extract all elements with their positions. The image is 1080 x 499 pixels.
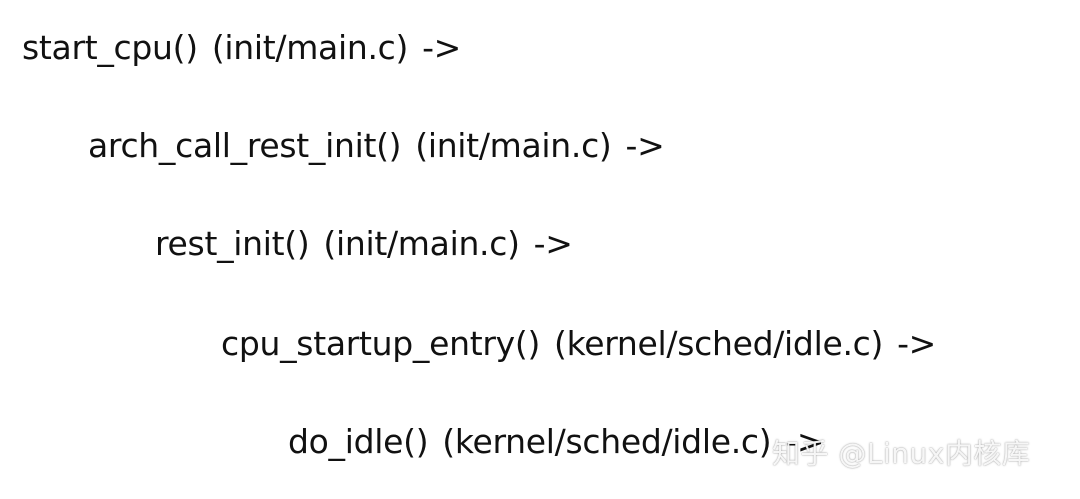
source-file: (kernel/sched/idle.c) — [442, 422, 772, 461]
arrow: -> — [785, 422, 825, 461]
source-file: (init/main.c) — [415, 126, 612, 165]
call-line: cpu_startup_entry() (kernel/sched/idle.c)… — [221, 324, 936, 364]
source-file: (init/main.c) — [211, 28, 409, 67]
function-name: arch_call_rest_init() — [88, 126, 402, 165]
call-line: arch_call_rest_init() (init/main.c) -> — [88, 126, 665, 166]
function-name: cpu_startup_entry() — [221, 324, 541, 363]
function-name: start_cpu() — [22, 28, 198, 67]
watermark: 知乎 @Linux内核库 — [772, 437, 1031, 470]
arrow: -> — [422, 28, 462, 67]
call-line: do_idle() (kernel/sched/idle.c) -> — [288, 422, 825, 462]
function-name: rest_init() — [155, 224, 310, 263]
call-line: rest_init() (init/main.c) -> — [155, 224, 573, 264]
arrow: -> — [533, 224, 573, 263]
arrow: -> — [897, 324, 937, 363]
function-name: do_idle() — [288, 422, 429, 461]
arrow: -> — [625, 126, 665, 165]
source-file: (kernel/sched/idle.c) — [554, 324, 884, 363]
source-file: (init/main.c) — [323, 224, 520, 263]
call-line: start_cpu() (init/main.c) -> — [22, 28, 461, 68]
